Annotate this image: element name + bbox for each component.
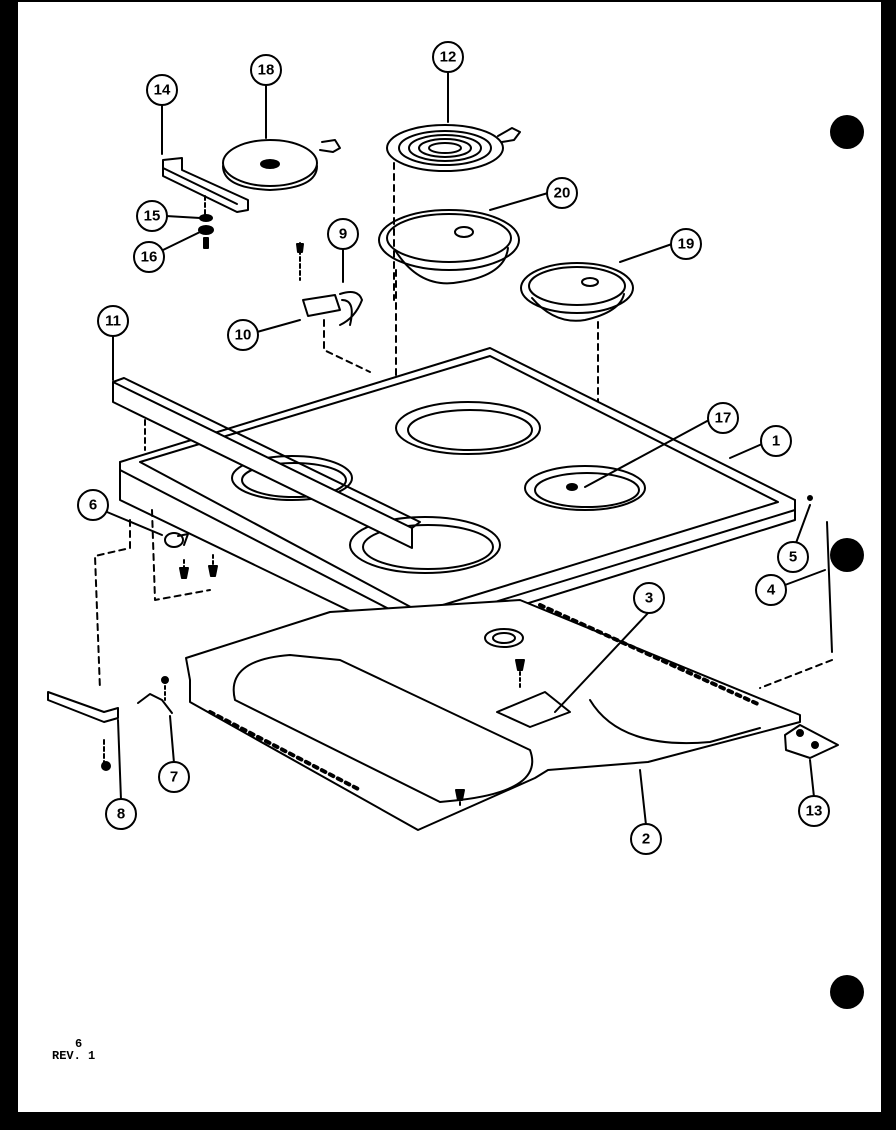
svg-text:5: 5: [789, 549, 797, 566]
callout-3: 3: [633, 582, 665, 614]
svg-text:15: 15: [144, 208, 161, 225]
svg-text:3: 3: [645, 590, 653, 607]
svg-text:18: 18: [258, 62, 275, 79]
coil-element-12: [386, 124, 521, 301]
callout-5: 5: [777, 541, 809, 573]
svg-text:11: 11: [105, 313, 121, 330]
callout-13: 13: [798, 795, 830, 827]
solid-element-18: [222, 139, 341, 191]
bottom-plate-2: [185, 599, 801, 831]
svg-text:16: 16: [141, 249, 158, 266]
main-top-1: [119, 347, 796, 641]
callout-19: 19: [670, 228, 702, 260]
bracket-8: [47, 691, 119, 771]
screw-15-16: [198, 195, 214, 249]
revision-label: REV. 1: [52, 1049, 96, 1063]
callout-17: 17: [707, 402, 739, 434]
leader-lines: [106, 70, 826, 826]
svg-text:9: 9: [339, 226, 347, 243]
svg-text:1: 1: [772, 433, 780, 450]
callout-9: 9: [327, 218, 359, 250]
bracket-13: [784, 724, 839, 759]
rod-4-screw-5: [759, 495, 833, 689]
svg-text:10: 10: [235, 327, 252, 344]
callout-4: 4: [755, 574, 787, 606]
callout-14: 14: [146, 74, 178, 106]
svg-text:7: 7: [170, 769, 178, 786]
svg-text:6: 6: [89, 497, 97, 514]
scan-edge-bottom: [0, 1112, 896, 1130]
callout-20: 20: [546, 177, 578, 209]
callout-15: 15: [136, 200, 168, 232]
callout-6: 6: [77, 489, 109, 521]
bracket-14: [162, 157, 249, 213]
terminal-block-9-10: [296, 242, 371, 373]
svg-text:17: 17: [715, 410, 732, 427]
callout-12: 12: [432, 41, 464, 73]
callouts: 1 2 3 4 5 6 7 8 9 10 11 12 13 14 15 16 1…: [77, 41, 830, 855]
page-number: 6: [75, 1037, 83, 1051]
svg-text:8: 8: [117, 806, 125, 823]
binder-holes: [830, 115, 864, 1009]
callout-7: 7: [158, 761, 190, 793]
callout-10: 10: [227, 319, 259, 351]
trim-strip-11: [112, 377, 421, 549]
page-footer: 6 REV. 1: [52, 1038, 95, 1062]
svg-text:20: 20: [554, 185, 571, 202]
scan-edge-right: [881, 0, 896, 1130]
svg-text:12: 12: [440, 49, 457, 66]
svg-text:13: 13: [806, 803, 823, 820]
callout-8: 8: [105, 798, 137, 830]
callout-11: 11: [97, 305, 129, 337]
clip-6: [94, 509, 218, 691]
clip-7: [137, 676, 173, 714]
callout-2: 2: [630, 823, 662, 855]
svg-text:19: 19: [678, 236, 695, 253]
svg-text:2: 2: [642, 831, 650, 848]
callout-16: 16: [133, 241, 165, 273]
callout-1: 1: [760, 425, 792, 457]
svg-text:14: 14: [154, 82, 171, 99]
callout-18: 18: [250, 54, 282, 86]
svg-text:4: 4: [767, 582, 776, 599]
